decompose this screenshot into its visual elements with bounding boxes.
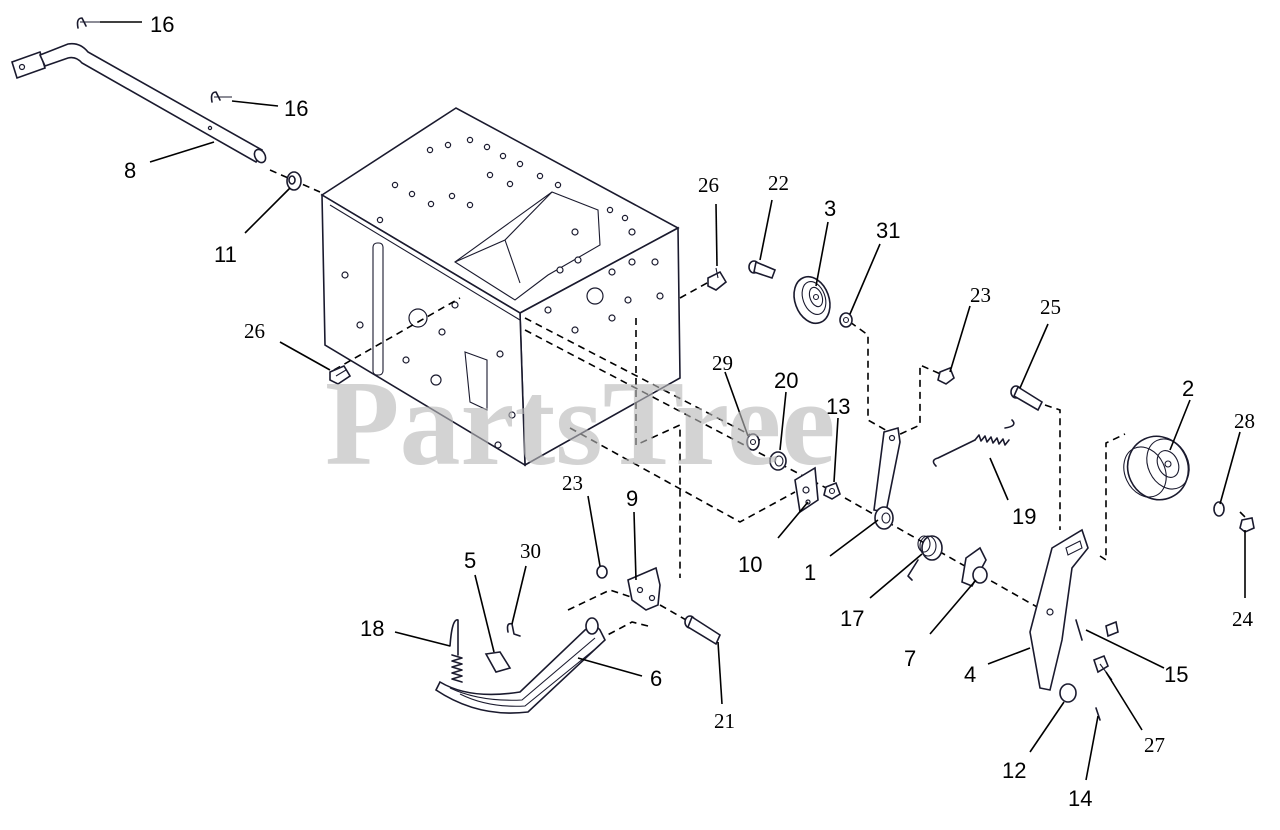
callout-12: 12 (1002, 758, 1026, 783)
part-10-bracket (794, 466, 819, 514)
part-12-spacer (1059, 683, 1077, 703)
part-1-arm (873, 426, 901, 530)
callout-16-top: 16 (150, 12, 174, 37)
part-2-pulley (1123, 435, 1190, 501)
part-14-pin (1095, 707, 1101, 721)
leader-lines (100, 21, 1246, 781)
callout-25: 25 (1040, 295, 1061, 319)
part-22-bolt (748, 260, 777, 280)
part-5-pad (484, 651, 512, 673)
part-11-bushing (286, 171, 302, 191)
part-23-nut-upper (937, 366, 955, 385)
callout-17: 17 (840, 606, 864, 631)
part-9-bracket (627, 566, 661, 611)
callout-16-mid: 16 (284, 96, 308, 121)
part-bolt-small (1105, 620, 1119, 638)
part-30-clip (506, 622, 521, 637)
part-26-bolt-left (329, 364, 352, 385)
callout-23-lower: 23 (562, 471, 583, 495)
part-6-pedal (434, 617, 606, 714)
part-7-idler-bracket (961, 546, 988, 588)
callout-28: 28 (1234, 409, 1255, 433)
part-26-bolt-right (707, 267, 728, 291)
callout-2: 2 (1182, 376, 1194, 401)
part-17-torsion-spring (907, 535, 943, 581)
callout-26-right: 26 (698, 173, 719, 197)
callout-4: 4 (964, 662, 976, 687)
callout-29: 29 (712, 351, 733, 375)
part-31-nut (839, 312, 853, 328)
part-16-clip-mid (210, 91, 232, 103)
callout-22: 22 (768, 171, 789, 195)
part-21-bolt (684, 615, 722, 646)
part-23-washer-lower (596, 565, 608, 579)
callout-18: 18 (360, 616, 384, 641)
callout-10: 10 (738, 552, 762, 577)
callout-1: 1 (804, 560, 816, 585)
callout-15: 15 (1164, 662, 1188, 687)
part-15-pin (1075, 619, 1083, 641)
callout-14: 14 (1068, 786, 1092, 811)
part-28-washer (1213, 501, 1225, 517)
part-25-pin (1010, 385, 1044, 412)
part-18-spring (449, 619, 463, 683)
part-29-washer (746, 433, 760, 451)
callout-3: 3 (824, 196, 836, 221)
callout-7: 7 (904, 646, 916, 671)
callout-19: 19 (1012, 504, 1036, 529)
callout-13: 13 (826, 394, 850, 419)
part-24-nut (1239, 517, 1255, 533)
part-4-plate (1029, 528, 1089, 691)
callout-23-upper: 23 (970, 283, 991, 307)
callout-26-left: 26 (244, 319, 265, 343)
callout-5: 5 (464, 548, 476, 573)
callout-11: 11 (214, 242, 237, 267)
callout-24: 24 (1232, 607, 1254, 631)
part-19-spring (932, 419, 1015, 467)
part-13-nut (823, 481, 841, 500)
callout-6: 6 (650, 666, 662, 691)
callout-21: 21 (714, 709, 735, 733)
frame-housing (320, 107, 681, 467)
callout-9: 9 (626, 486, 638, 511)
part-16-clip-top (76, 17, 100, 29)
callout-8: 8 (124, 158, 136, 183)
part-20-ring (769, 451, 787, 471)
part-8-lever-rod (11, 42, 267, 164)
part-3-pulley (793, 275, 831, 325)
callout-20: 20 (774, 368, 798, 393)
assembly-lines (269, 169, 1249, 641)
watermark: PartsTree (325, 356, 835, 491)
callout-27: 27 (1144, 733, 1165, 757)
frame-holes (341, 136, 664, 449)
callouts: 16 16 8 11 26 26 22 3 31 23 25 2 28 29 2… (124, 12, 1255, 811)
callout-30: 30 (520, 539, 541, 563)
callout-31: 31 (876, 218, 900, 243)
